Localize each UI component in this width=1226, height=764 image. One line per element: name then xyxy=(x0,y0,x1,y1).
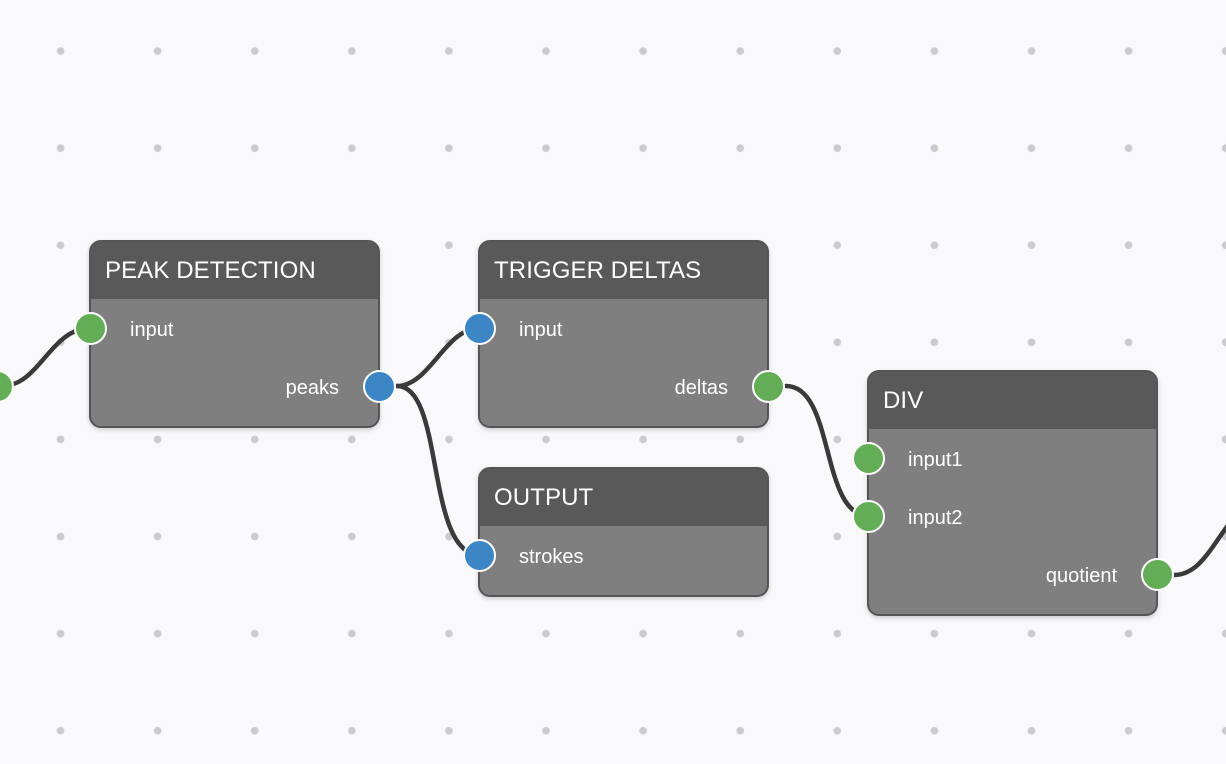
port-label-strokes: strokes xyxy=(519,546,584,568)
node-div[interactable]: DIV input1 input2 quotient xyxy=(851,370,1174,616)
node-output[interactable]: OUTPUT strokes xyxy=(462,467,769,597)
port-label-deltas: deltas xyxy=(674,377,728,399)
port-label-quotient: quotient xyxy=(1045,565,1117,587)
port-label-input: input xyxy=(519,319,563,341)
port-label-peaks: peaks xyxy=(285,377,339,399)
node-trigger-deltas[interactable]: TRIGGER DELTAS input deltas xyxy=(462,240,785,428)
port-strokes[interactable] xyxy=(462,538,496,572)
node-title: DIV xyxy=(869,372,1156,429)
node-peak-detection[interactable]: PEAK DETECTION input peaks xyxy=(73,240,396,428)
port-quotient[interactable] xyxy=(1140,557,1174,591)
port-input1[interactable] xyxy=(851,441,885,475)
port-input2[interactable] xyxy=(851,499,885,533)
port-deltas[interactable] xyxy=(751,369,785,403)
node-title: OUTPUT xyxy=(480,469,767,526)
port-input[interactable] xyxy=(73,311,107,345)
port-label-input2: input2 xyxy=(908,507,963,529)
port-label-input1: input1 xyxy=(908,449,963,471)
port-input[interactable] xyxy=(462,311,496,345)
connection-peaks-to-output-strokes[interactable] xyxy=(394,383,483,558)
connection-quotient-to-right[interactable] xyxy=(1171,520,1226,578)
port-peaks[interactable] xyxy=(362,369,396,403)
node-title: PEAK DETECTION xyxy=(91,242,378,299)
port-label-input: input xyxy=(130,319,174,341)
node-title: TRIGGER DELTAS xyxy=(480,242,767,299)
